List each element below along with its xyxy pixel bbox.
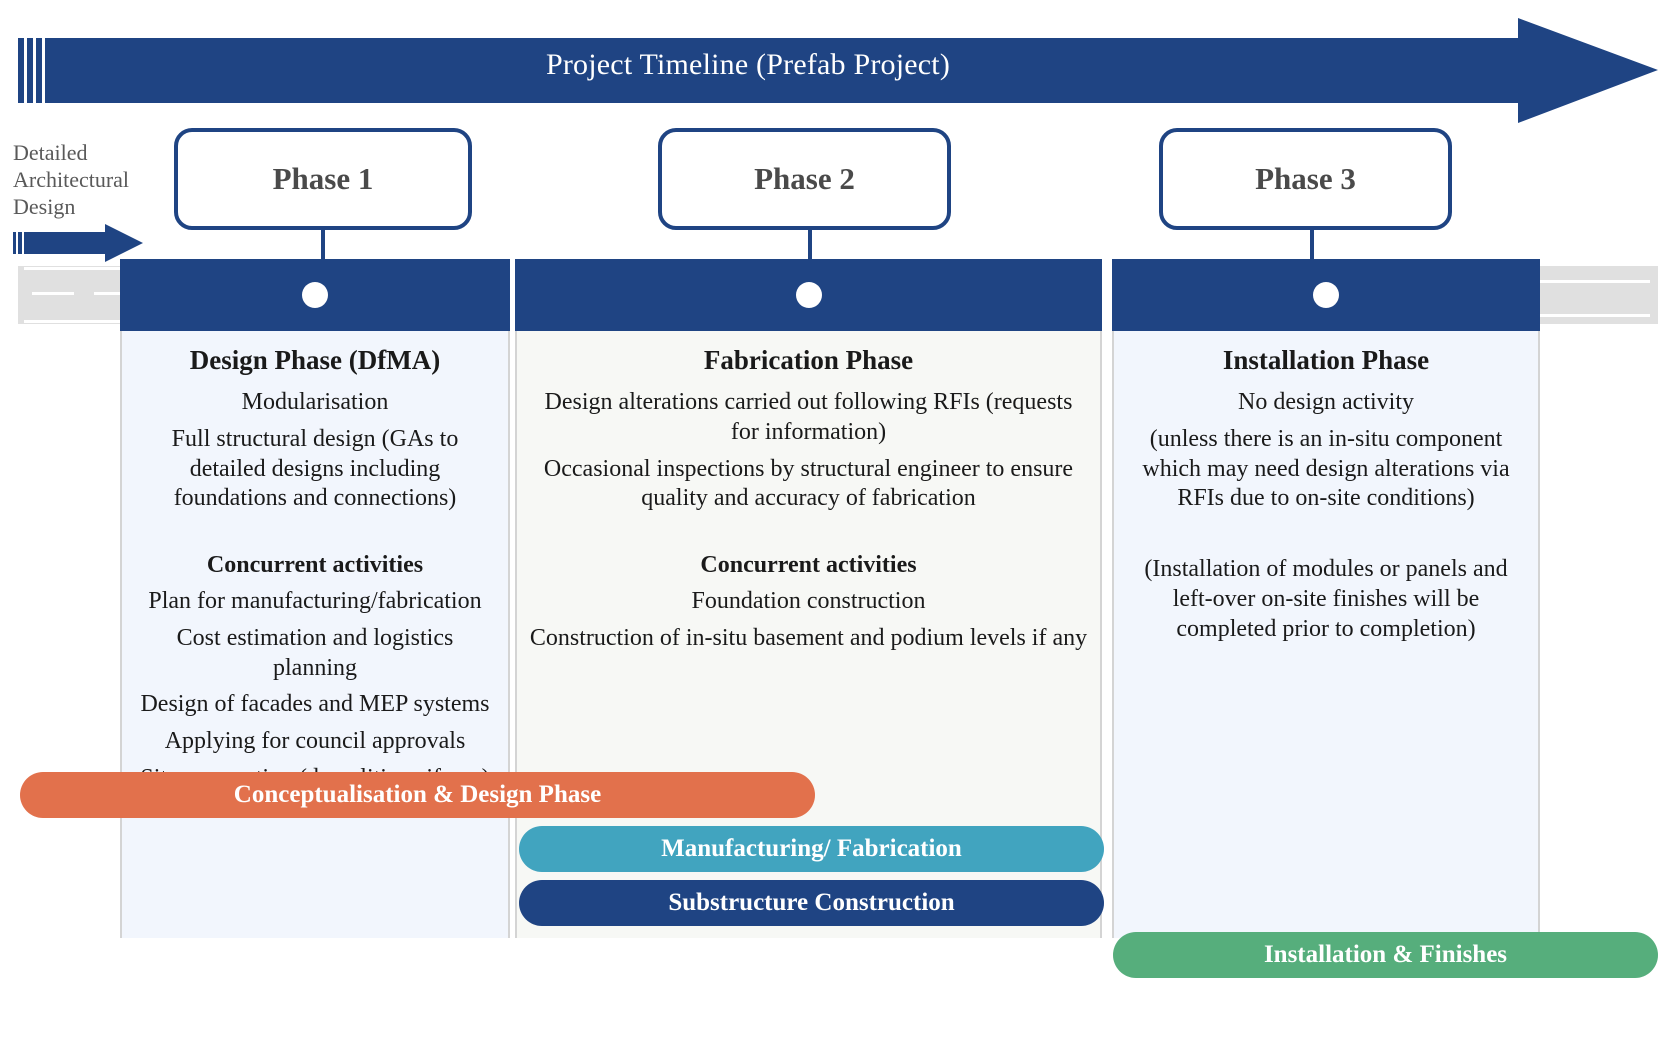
strip-dash [32, 292, 74, 295]
column-1-line: Modularisation [241, 389, 389, 415]
gantt-bar-conceptualisation-design[interactable]: Conceptualisation & Design Phase [20, 772, 815, 818]
phase-badge-2-label: Phase 2 [754, 161, 855, 196]
milestone-dot-icon [795, 282, 822, 308]
right-gray-strip [1530, 266, 1658, 324]
column-1-subheading: Concurrent activities [206, 552, 424, 578]
phase-column-2-header [515, 259, 1102, 331]
phase-badge-3-label: Phase 3 [1255, 161, 1356, 196]
phase-column-3-body: Installation Phase No design activity (u… [1112, 331, 1540, 938]
column-3-line: (Installation of modules or panels and l… [1144, 556, 1508, 642]
strip-dash [24, 267, 120, 270]
milestone-dot-icon [1313, 282, 1339, 308]
column-1-subline: Plan for manufacturing/fabrication [148, 588, 482, 614]
column-2-line: Occasional inspections by structural eng… [543, 455, 1074, 512]
phase-1-stem [321, 230, 325, 270]
phase-2-stem [808, 230, 812, 270]
column-1-subline: Applying for council approvals [164, 728, 466, 754]
column-3-line: (unless there is an in-situ component wh… [1142, 425, 1510, 512]
column-1-subline: Cost estimation and logistics planning [176, 624, 454, 681]
strip-dash [94, 292, 120, 295]
column-1-title: Design Phase (DfMA) [189, 345, 441, 375]
column-3-spacer [1126, 521, 1526, 555]
column-2-subheading: Concurrent activities [700, 552, 917, 578]
phase-3-stem [1310, 230, 1314, 270]
column-1-line: Full structural design (GAs to detailed … [171, 425, 459, 512]
milestone-dot-icon [302, 282, 328, 308]
gantt-bar-label: Installation & Finishes [1263, 941, 1508, 968]
gantt-bar-label: Manufacturing/ Fabrication [661, 835, 962, 862]
column-3-title: Installation Phase [1222, 345, 1430, 375]
dad-line-2: Architectural [13, 166, 130, 192]
column-2-subline: Construction of in-situ basement and pod… [529, 624, 1088, 651]
gantt-bar-substructure-construction[interactable]: Substructure Construction [519, 880, 1104, 926]
detailed-architectural-design-label: Detailed Architectural Design [13, 140, 173, 220]
dad-line-1: Detailed [13, 140, 88, 165]
right-arrow-icon [13, 224, 143, 262]
column-3-line: No design activity [1238, 389, 1414, 415]
phase-badge-3[interactable]: Phase 3 [1159, 128, 1452, 230]
gantt-bar-label: Conceptualisation & Design Phase [233, 781, 602, 808]
column-2-line: Design alterations carried out following… [544, 389, 1073, 445]
phase-column-3-header [1112, 259, 1540, 331]
phase-badge-2[interactable]: Phase 2 [658, 128, 951, 230]
dad-line-3: Design [13, 193, 76, 219]
column-1-subline: Design of facades and MEP systems [140, 691, 490, 718]
phase-column-1-header [120, 259, 510, 331]
gantt-bar-label: Substructure Construction [668, 889, 955, 916]
project-timeline-arrow [18, 18, 1658, 123]
phase-badge-1[interactable]: Phase 1 [174, 128, 472, 230]
timeline-title: Project Timeline (Prefab Project) [545, 48, 951, 81]
column-2-title: Fabrication Phase [703, 345, 914, 375]
strip-dash [24, 320, 120, 323]
strip-dash [1530, 280, 1650, 283]
column-2-subline: Foundation construction [691, 588, 926, 614]
gantt-bar-manufacturing-fabrication[interactable]: Manufacturing/ Fabrication [519, 826, 1104, 872]
strip-dash [1530, 314, 1650, 317]
phase-badge-1-label: Phase 1 [272, 161, 374, 196]
phase-column-1-body: Design Phase (DfMA) Modularisation Full … [120, 331, 510, 938]
left-gray-strip [18, 266, 122, 324]
gantt-bar-installation-finishes[interactable]: Installation & Finishes [1113, 932, 1658, 978]
